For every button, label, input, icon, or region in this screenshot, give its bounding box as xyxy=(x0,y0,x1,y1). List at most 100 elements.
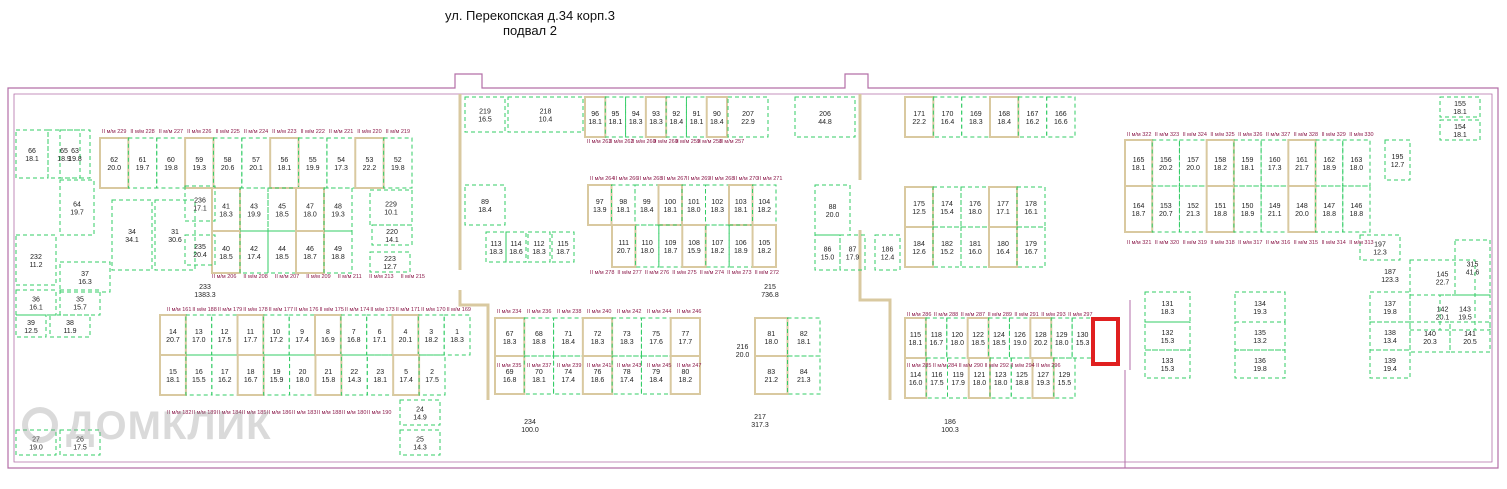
parking-space-label[interactable]: II м/м 325 xyxy=(1210,132,1234,138)
parking-space-label[interactable]: II м/м 296 xyxy=(1036,363,1060,369)
parking-space-label[interactable]: II м/м 239 xyxy=(557,363,581,369)
parking-space-label[interactable]: II м/м 268 xyxy=(710,176,734,182)
parking-space-label[interactable]: II м/м 294 xyxy=(1010,363,1034,369)
parking-space-label[interactable]: II м/м 213 xyxy=(369,274,393,280)
parking-space-label[interactable]: II м/м 206 xyxy=(212,274,236,280)
parking-space-label[interactable]: II м/м 292 xyxy=(985,363,1009,369)
parking-space-label[interactable]: II м/м 170 xyxy=(421,307,445,313)
parking-space-label[interactable]: II м/м 268 xyxy=(638,176,662,182)
parking-space-label[interactable]: II м/м 326 xyxy=(1238,132,1262,138)
parking-space-label[interactable]: II м/м 185 xyxy=(242,410,266,416)
parking-space-label[interactable]: II м/м 245 xyxy=(647,363,671,369)
room-6[interactable]: 617.1 xyxy=(366,314,393,356)
parking-space-label[interactable]: II м/м 236 xyxy=(527,309,551,315)
parking-space-label[interactable]: II м/м 314 xyxy=(1321,240,1345,246)
parking-space-label[interactable]: II м/м 291 xyxy=(1014,312,1038,318)
parking-space-label[interactable]: II м/м 322 xyxy=(1127,132,1151,138)
room-1[interactable]: 118.3 xyxy=(443,314,471,356)
parking-space-label[interactable]: II м/м 315 xyxy=(1294,240,1318,246)
parking-space-label[interactable]: II м/м 189 xyxy=(192,410,216,416)
parking-space-label[interactable]: II м/м 228 xyxy=(130,129,154,135)
parking-space-label[interactable]: II м/м 330 xyxy=(1349,132,1373,138)
parking-space-label[interactable]: II м/м 224 xyxy=(244,129,268,135)
parking-space-label[interactable]: II м/м 324 xyxy=(1183,132,1207,138)
parking-space-label[interactable]: II м/м 223 xyxy=(272,129,296,135)
parking-space-label[interactable]: II м/м 258 xyxy=(698,139,722,145)
parking-space-label[interactable]: II м/м 173 xyxy=(370,307,394,313)
parking-space-label[interactable]: II м/м 321 xyxy=(1127,240,1151,246)
parking-space-label[interactable]: II м/м 179 xyxy=(218,307,242,313)
room-2[interactable]: 217.5 xyxy=(418,354,446,396)
parking-space-label[interactable]: II м/м 234 xyxy=(497,309,521,315)
room-3[interactable]: 318.2 xyxy=(417,314,445,356)
room-7[interactable]: 716.8 xyxy=(340,314,368,356)
parking-space-label[interactable]: II м/м 247 xyxy=(677,363,701,369)
parking-space-label[interactable]: II м/м 184 xyxy=(217,410,241,416)
room-9[interactable]: 917.4 xyxy=(288,314,316,356)
parking-space-label[interactable]: II м/м 178 xyxy=(243,307,267,313)
parking-space-label[interactable]: II м/м 316 xyxy=(1266,240,1290,246)
